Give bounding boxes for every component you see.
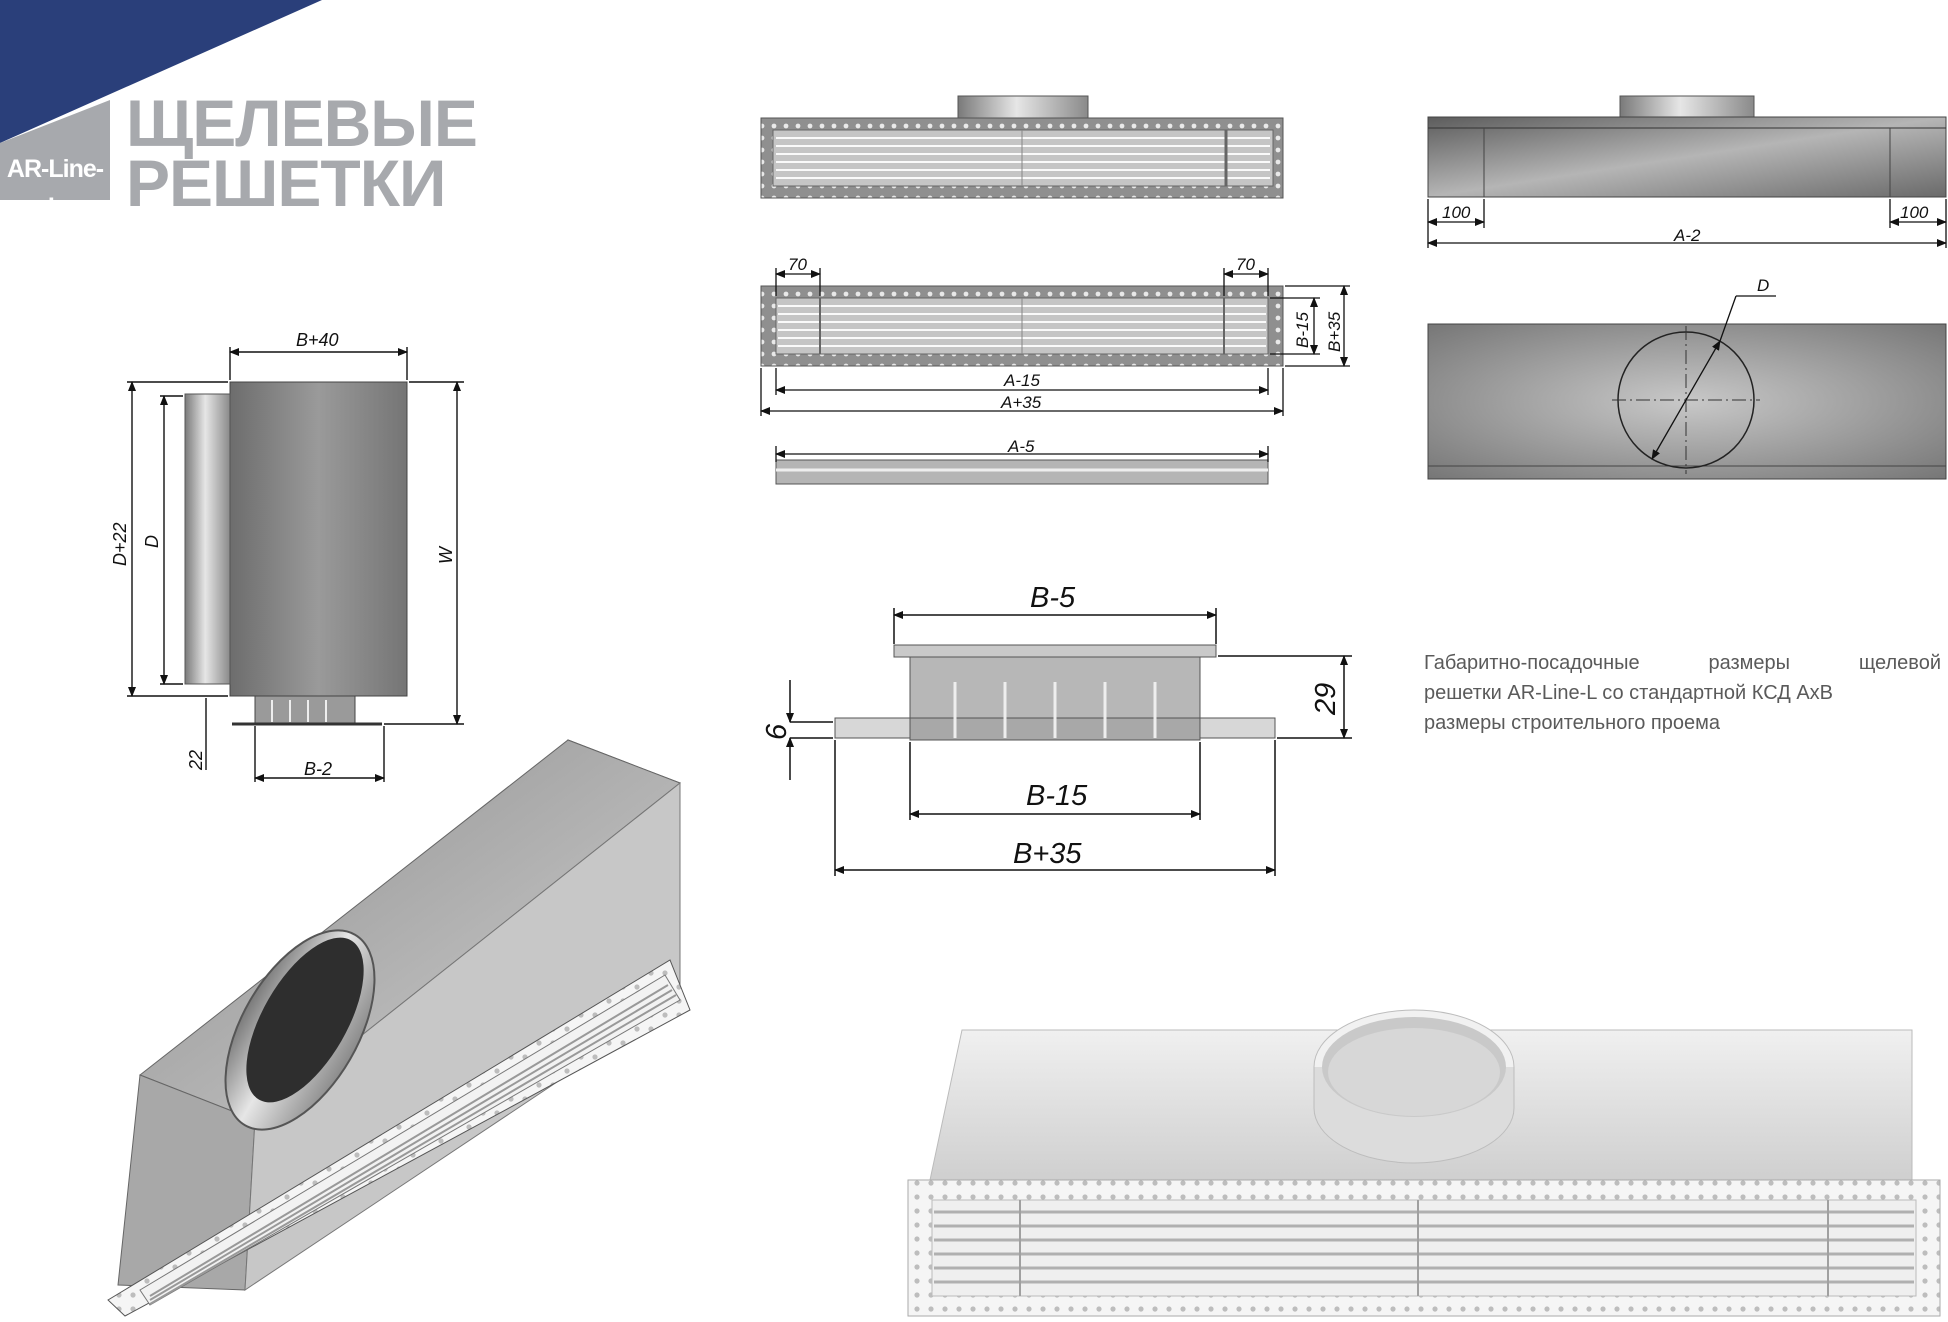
dim-label-100-left: 100	[1442, 203, 1471, 222]
dim-label-70-right: 70	[1236, 255, 1255, 274]
dim-label-6: 6	[761, 723, 793, 740]
dim-label-b-minus-2: B-2	[304, 759, 332, 779]
dim-label-b-plus-35-v: B+35	[1325, 311, 1344, 352]
plenum-side-view: 100 100 A-2	[1427, 95, 1947, 248]
side-view-drawing: B+40 D+22 D W 22 B-2	[110, 330, 464, 782]
dim-label-d: D	[142, 535, 162, 548]
dim-label-a-minus-5: A-5	[1007, 437, 1035, 456]
dim-label-w: W	[436, 545, 456, 564]
dim-label-22: 22	[186, 750, 206, 771]
dim-label-29: 29	[1310, 683, 1342, 716]
plenum-top-view: D	[1427, 276, 1947, 480]
brand-badge: AR-Line-L	[0, 150, 110, 221]
caption-line-2: решетки AR-Line-L со стандартной КСД АхВ	[1424, 682, 1833, 704]
front-view-top	[760, 95, 1284, 199]
dim-label-diameter: D	[1757, 276, 1769, 295]
dim-label-a-minus-2: A-2	[1673, 226, 1701, 245]
dim-label-b-minus-5: B-5	[1030, 582, 1076, 614]
section-view: B-5 29 6 B-15 B+35	[761, 582, 1352, 876]
caption-line-3: размеры строительного проема	[1424, 712, 1720, 734]
dim-label-d-plus-22: D+22	[110, 522, 130, 566]
caption-text: Габаритно-посадочные размеры щелевой реш…	[1424, 648, 1941, 738]
page-title-line-2: РЕШЕТКИ	[126, 146, 446, 220]
dim-label-100-right: 100	[1900, 203, 1929, 222]
dim-label-a-plus-35: A+35	[1000, 393, 1042, 412]
dim-label-a-minus-15: A-15	[1003, 371, 1040, 390]
dim-label-b-plus-40: B+40	[296, 330, 339, 350]
dim-label-b-minus-15: B-15	[1026, 780, 1088, 812]
perspective-grille-drawing	[907, 1009, 1941, 1317]
dim-label-b-plus-35: B+35	[1013, 838, 1082, 870]
dim-label-70-left: 70	[788, 255, 807, 274]
front-view-dimensioned: 70 70 A-15 A+35 B-15 B+35	[760, 255, 1350, 416]
strip-view: A-5	[775, 437, 1269, 485]
page-title-line-1: ЩЕЛЕВЫЕ	[126, 86, 478, 160]
dim-label-b-minus-15-v: B-15	[1293, 312, 1312, 348]
isometric-plenum-drawing	[107, 739, 691, 1317]
blue-corner-triangle	[0, 0, 322, 143]
caption-line-1: Габаритно-посадочные размеры щелевой	[1424, 652, 1941, 674]
